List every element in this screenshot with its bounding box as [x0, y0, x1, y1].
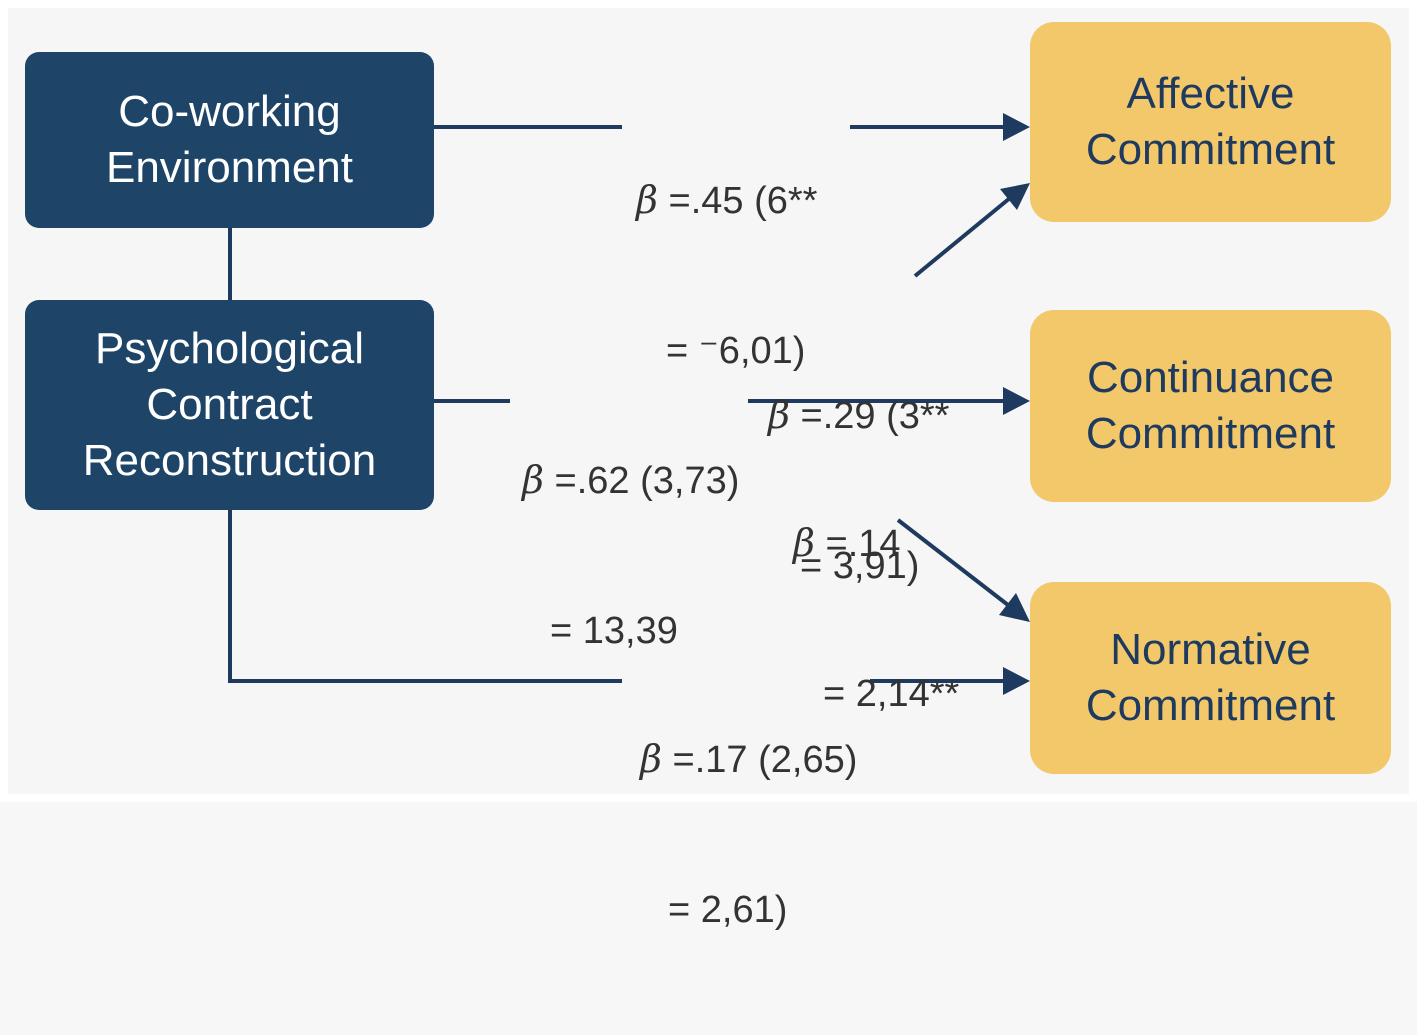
- psych-normative-diag-arrow: [896, 518, 1010, 607]
- affective-commitment-box: Affective Commitment: [1030, 22, 1391, 222]
- psych-continuance-arrowhead: [1003, 387, 1030, 415]
- psych-normative-coefficient: β =.17 (2,65) = 2,61): [640, 737, 858, 931]
- beta-symbol: β: [640, 737, 662, 781]
- psych-affective-arrow: [913, 196, 1012, 278]
- connectors-layer: [228, 113, 1030, 695]
- psych-normative-line-left: [228, 510, 622, 683]
- continuance-commitment-label: Continuance Commitment: [1085, 353, 1336, 458]
- psych-normative-diagonal-coefficient: β =.14 = 2,14**: [793, 521, 960, 715]
- psychological-contract-label: Psychological Contract Reconstruction: [82, 324, 377, 485]
- coworking-environment-box: Co-working Environment: [25, 52, 434, 228]
- continuance-commitment-box: Continuance Commitment: [1030, 310, 1391, 502]
- path-diagram: Co-working Environment Psychological Con…: [25, 22, 1391, 931]
- psych-normative-arrowhead: [1003, 667, 1030, 695]
- affective-commitment-label: Affective Commitment: [1085, 69, 1336, 174]
- coworking-environment-label: Co-working Environment: [105, 87, 353, 192]
- beta-symbol: β: [522, 458, 544, 502]
- psychological-contract-box: Psychological Contract Reconstruction: [25, 300, 434, 510]
- psych-affective-arrowhead: [1000, 183, 1030, 210]
- psych-continuance-coefficient: β =.62 (3,73) = 13,39: [522, 458, 740, 652]
- beta-symbol: β: [768, 393, 790, 437]
- normative-commitment-label: Normative Commitment: [1085, 625, 1336, 730]
- beta-symbol: β: [636, 178, 658, 222]
- beta-symbol: β: [793, 521, 815, 565]
- psych-normative-diag-arrowhead: [999, 593, 1030, 622]
- coworking-affective-arrowhead: [1003, 113, 1030, 141]
- coworking-affective-coefficient: β =.45 (6** = ⁻6,01): [636, 178, 818, 372]
- normative-commitment-box: Normative Commitment: [1030, 582, 1391, 774]
- psych-affective-coefficient: β =.29 (3** = 3,91): [768, 393, 950, 587]
